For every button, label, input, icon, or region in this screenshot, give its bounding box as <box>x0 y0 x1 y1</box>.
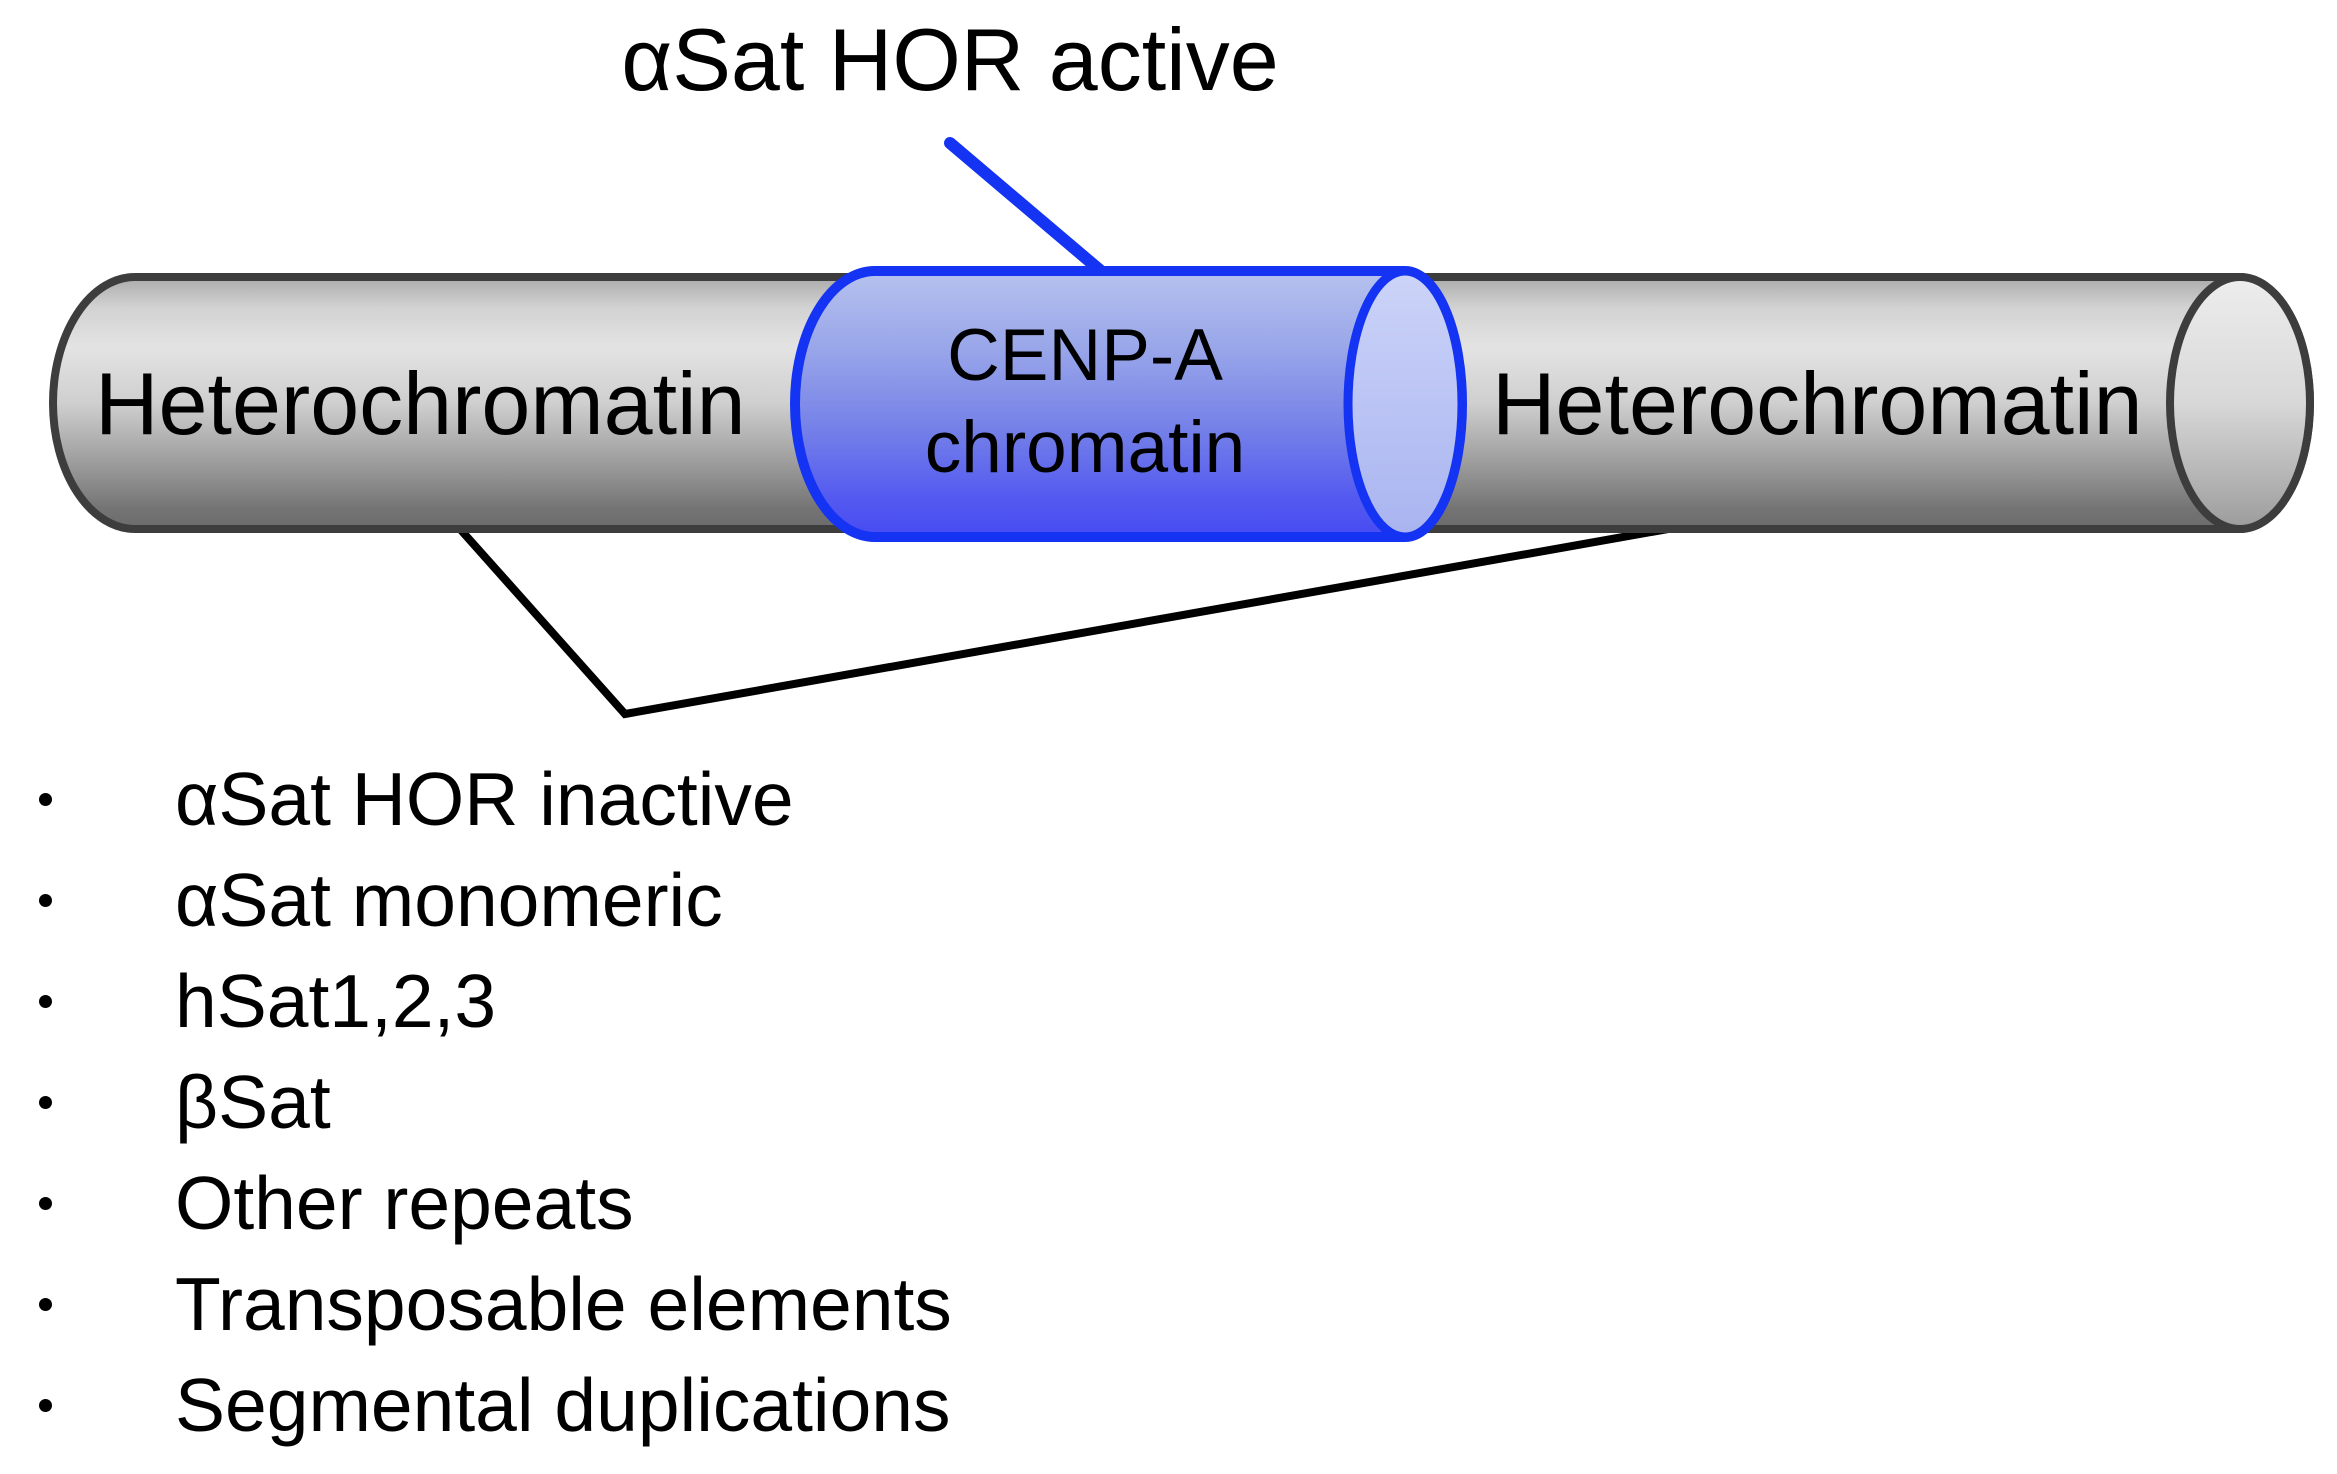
asat-hor-active-callout-line <box>944 137 1114 283</box>
heterochromatin-left-label: Heterochromatin <box>95 354 746 453</box>
list-item: Segmental duplications <box>0 1355 952 1456</box>
heterochromatin-feature-list: αSat HOR inactive αSat monomeric hSat1,2… <box>0 749 952 1456</box>
list-item: Transposable elements <box>0 1254 952 1355</box>
list-item: hSat1,2,3 <box>0 951 952 1052</box>
bullet-dot <box>39 793 52 806</box>
feature-item-label: αSat monomeric <box>175 858 723 942</box>
cenpa-chromatin-label-line1: CENP-A <box>947 315 1223 396</box>
feature-item-label: βSat <box>175 1060 331 1144</box>
bullet-dot <box>39 1197 52 1210</box>
cenpa-chromatin-label: CENP-A chromatin <box>925 310 1246 494</box>
feature-item-label: Transposable elements <box>175 1262 952 1346</box>
feature-item-label: Segmental duplications <box>175 1363 951 1447</box>
list-item: αSat HOR inactive <box>0 749 952 850</box>
feature-item-label: Other repeats <box>175 1161 634 1245</box>
bullet-dot <box>39 1399 52 1412</box>
bullet-dot <box>39 894 52 907</box>
list-item: αSat monomeric <box>0 850 952 951</box>
gray-cylinder-end-cap <box>2166 273 2314 533</box>
cenpa-chromatin-label-line2: chromatin <box>924 407 1246 488</box>
heterochromatin-right-label: Heterochromatin <box>1492 354 2143 453</box>
bullet-dot <box>39 1096 52 1109</box>
bullet-dot <box>39 995 52 1008</box>
bullet-dot <box>39 1298 52 1311</box>
list-item: Other repeats <box>0 1153 952 1254</box>
list-item: βSat <box>0 1052 952 1153</box>
blue-cylinder-end-cap <box>1343 266 1467 542</box>
feature-item-label: hSat1,2,3 <box>175 959 497 1043</box>
feature-item-label: αSat HOR inactive <box>175 757 794 841</box>
heterochromatin-callout-line <box>457 525 1669 719</box>
asat-hor-active-label: αSat HOR active <box>621 10 1279 109</box>
